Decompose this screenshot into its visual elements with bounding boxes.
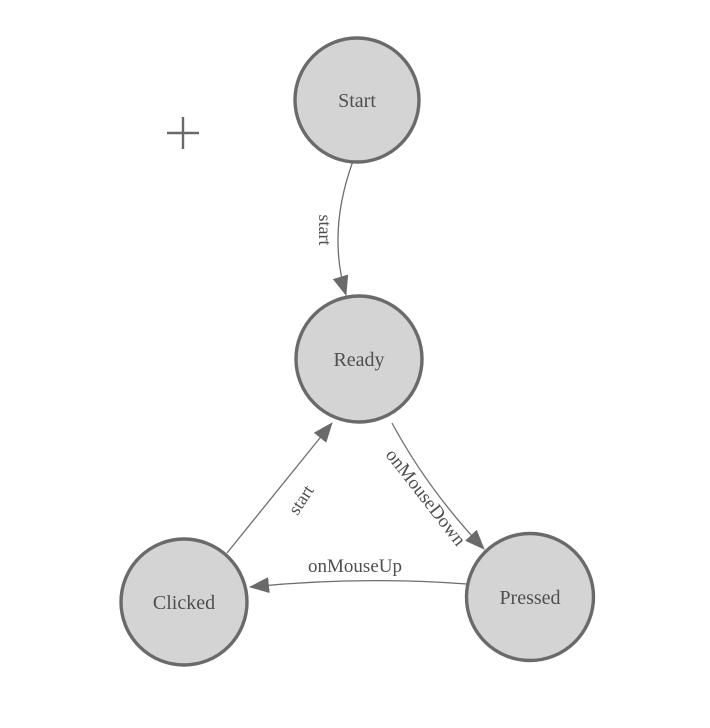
edge-label: onMouseUp [308, 556, 402, 577]
edge-label: onMouseDown [381, 445, 470, 551]
state-circle[interactable] [464, 531, 596, 663]
node-label: Pressed [499, 587, 560, 609]
state-circle[interactable] [293, 36, 421, 164]
state-circle[interactable] [294, 294, 424, 424]
state-circle[interactable] [119, 537, 249, 667]
node-pressed[interactable]: Pressed [464, 531, 596, 663]
node-ready[interactable]: Ready [294, 294, 424, 424]
edge-line[interactable] [391, 422, 485, 550]
edge-start-to-ready[interactable]: start [315, 160, 354, 296]
node-label: Clicked [153, 592, 215, 614]
edge-line[interactable] [332, 160, 354, 296]
edge-pressed-to-clicked[interactable]: onMouseUp [249, 556, 468, 594]
node-label: Ready [333, 349, 384, 371]
node-label: Start [338, 90, 376, 112]
edge-label: start [315, 215, 335, 246]
edge-line[interactable] [226, 422, 333, 554]
edge-label: start [284, 481, 318, 518]
edge-clicked-to-ready[interactable]: start [226, 422, 333, 554]
crosshair-plus-icon [167, 117, 199, 149]
node-start[interactable]: Start [293, 36, 421, 164]
node-clicked[interactable]: Clicked [119, 537, 249, 667]
edge-line[interactable] [249, 577, 468, 594]
edge-ready-to-pressed[interactable]: onMouseDown [381, 422, 485, 551]
